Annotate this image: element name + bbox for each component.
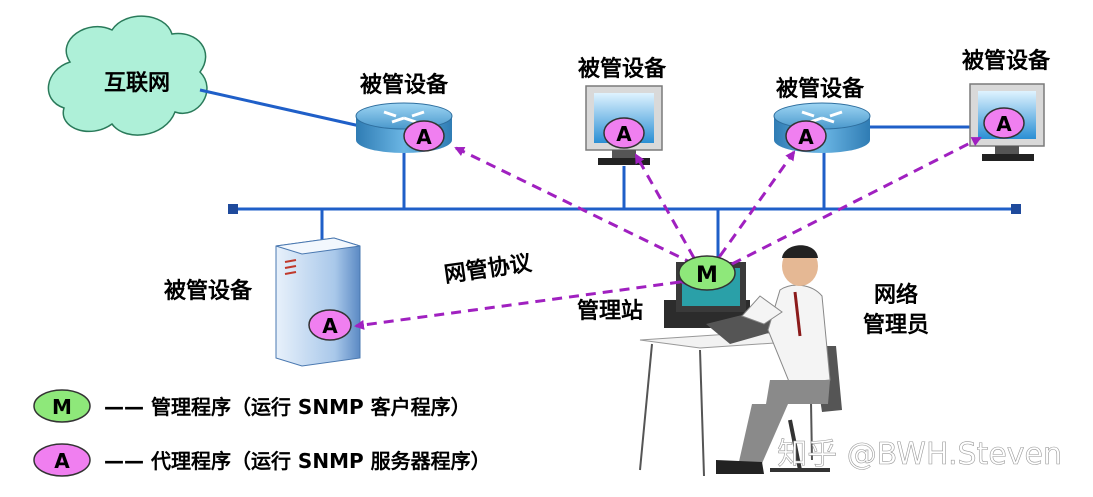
- station-label: 管理站: [577, 298, 643, 324]
- internet-label: 互联网: [104, 71, 170, 96]
- agent-letter: A: [798, 125, 814, 149]
- arrow-to-router-1: [454, 146, 704, 272]
- legend-manager-text: —— 管理程序（运行 SNMP 客户程序）: [104, 395, 471, 419]
- managed-device-label-router-1: 被管设备: [360, 72, 449, 98]
- managed-device-label-monitor-2: 被管设备: [962, 48, 1051, 74]
- internet-link: [199, 88, 361, 128]
- agent-badge-monitor-1: A: [603, 117, 645, 149]
- legend-agent-text: —— 代理程序（运行 SNMP 服务器程序）: [104, 449, 491, 473]
- legend-manager-item: M —— 管理程序（运行 SNMP 客户程序）: [33, 389, 471, 423]
- manager-badge: M: [678, 255, 736, 291]
- admin-label-line2: 管理员: [863, 312, 929, 338]
- protocol-arrows: [354, 136, 982, 330]
- legend-manager-swatch: [33, 389, 91, 423]
- bus-terminator-right: [1011, 204, 1021, 214]
- agent-letter: A: [996, 112, 1012, 136]
- managed-device-label-monitor-1: 被管设备: [578, 56, 667, 82]
- agent-badge-router-1: A: [403, 120, 445, 152]
- managed-device-label-router-2: 被管设备: [776, 76, 865, 102]
- agent-badge-server: A: [308, 309, 352, 341]
- internet-cloud: 互联网: [47, 15, 208, 136]
- legend-manager-letter: M: [52, 395, 72, 419]
- agent-letter: A: [616, 122, 632, 146]
- legend-agent-item: A —— 代理程序（运行 SNMP 服务器程序）: [33, 443, 491, 477]
- agent-letter: A: [416, 125, 432, 149]
- legend: M —— 管理程序（运行 SNMP 客户程序） A —— 代理程序（运行 SNM…: [33, 389, 491, 477]
- manager-letter: M: [696, 263, 718, 288]
- bus-terminator-left: [228, 204, 238, 214]
- server: [275, 237, 361, 367]
- legend-agent-swatch: [33, 443, 91, 477]
- agent-badge-monitor-2: A: [983, 107, 1025, 139]
- arrow-to-router-2: [711, 150, 796, 266]
- protocol-label: 网管协议: [442, 250, 534, 288]
- arrow-to-monitor-2: [722, 136, 982, 273]
- admin-label-line1: 网络: [874, 282, 918, 308]
- agent-badge-router-2: A: [785, 120, 827, 152]
- agent-letter: A: [322, 314, 338, 338]
- legend-agent-letter: A: [54, 449, 70, 473]
- managed-device-label-server: 被管设备: [164, 278, 253, 304]
- arrow-to-server: [354, 275, 689, 330]
- arrow-to-monitor-1: [634, 153, 703, 268]
- watermark: 知乎 @BWH.Steven: [777, 437, 1062, 472]
